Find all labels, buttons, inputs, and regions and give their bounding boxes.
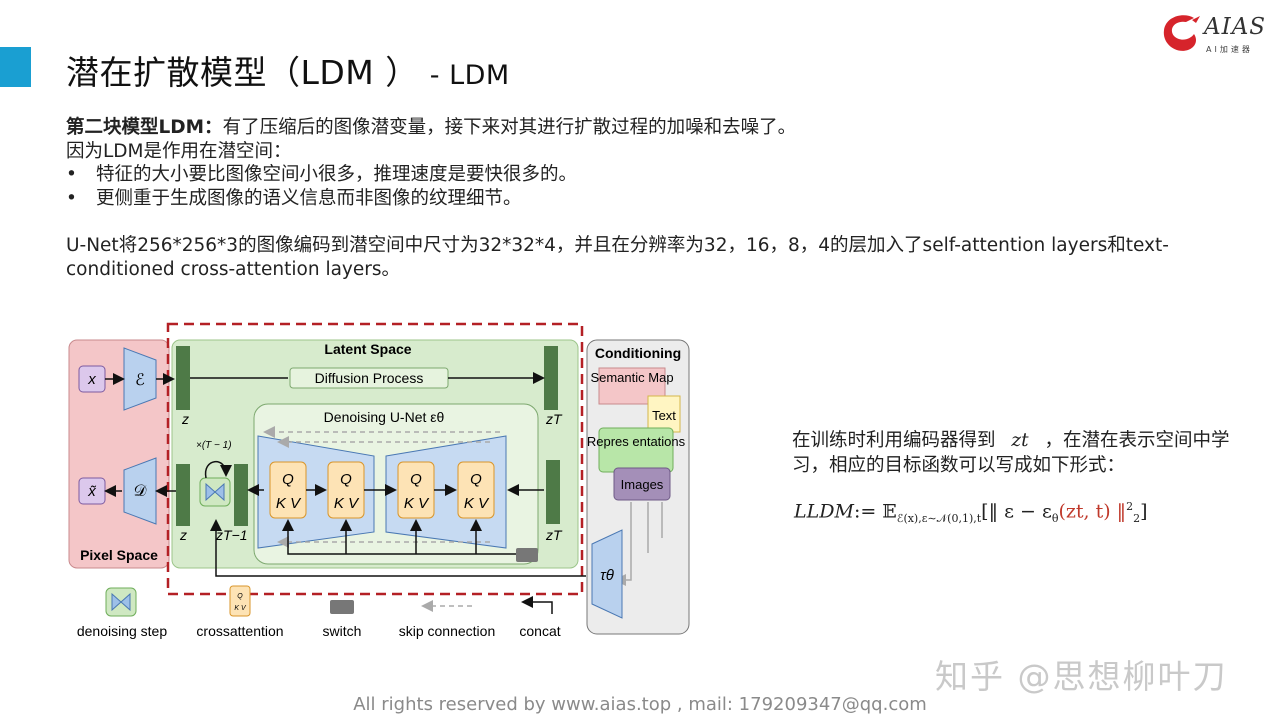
- x-tilde-label: x̃: [87, 483, 97, 500]
- zhihu-watermark: 知乎 @思想柳叶刀: [935, 657, 1228, 696]
- formula-open: [‖ ε − ε: [981, 500, 1052, 523]
- cond-images: [613, 467, 671, 501]
- z-out-bar: [176, 464, 190, 526]
- svg-text:Q: Q: [237, 593, 243, 600]
- zT-in-label: zT: [545, 527, 563, 543]
- aias-logo: AIAS AI加速器: [1158, 12, 1270, 56]
- dragon-icon: [1163, 15, 1200, 51]
- bullet-item: • 更侧重于生成图像的语义信息而非图像的纹理细节。: [66, 187, 1186, 211]
- cond-repr-label: Repres entations: [587, 434, 686, 449]
- legend-switch: switch: [323, 623, 362, 639]
- intro-line: 第二块模型LDM：有了压缩后的图像潜变量，接下来对其进行扩散过程的加噪和去噪了。: [66, 116, 1186, 140]
- cond-semantic-label: Semantic Map: [590, 370, 673, 385]
- legend-crossattention: crossattention: [196, 623, 283, 639]
- tau-encoder: [591, 529, 623, 619]
- cond-images-label: Images: [621, 477, 664, 492]
- formula-norm-sub: 2: [1133, 512, 1141, 526]
- switch-icon: [516, 548, 538, 562]
- kv-label: K V: [334, 495, 360, 512]
- side-description: 在训练时利用编码器得到 zt ，在潜在表示空间中学习，相应的目标函数可以写成如下…: [792, 428, 1242, 478]
- z-out-label: z: [179, 527, 187, 543]
- q-label: Q: [340, 471, 352, 488]
- diffusion-process-label: Diffusion Process: [315, 370, 424, 386]
- formula-theta: θ: [1051, 512, 1059, 526]
- concat-arrows: [210, 484, 586, 577]
- zT-in-bar: [546, 460, 560, 524]
- encoder-block: [123, 347, 157, 411]
- formula-close: ]: [1140, 500, 1148, 523]
- ldm-architecture-diagram: Pixel Space Latent Space Conditioning Se…: [68, 322, 690, 639]
- unet-label: Denoising U-Net εθ: [324, 409, 445, 425]
- q-label: Q: [410, 471, 422, 488]
- z-latent-bar: [176, 346, 190, 410]
- logo-brand: AIAS: [1204, 14, 1267, 40]
- intro-rest: 有了压缩后的图像潜变量，接下来对其进行扩散过程的加噪和去噪了。: [222, 117, 797, 138]
- legend: denoising step Q K V crossattention swit…: [77, 585, 561, 639]
- conditioning-label: Conditioning: [595, 345, 681, 361]
- latent-space-label: Latent Space: [324, 341, 411, 357]
- skip-connections: [263, 426, 500, 548]
- pixel-space-label: Pixel Space: [80, 547, 158, 563]
- decoder-block: [123, 457, 157, 525]
- formula-lhs: LLDM: [794, 500, 854, 523]
- q-label: Q: [282, 471, 294, 488]
- bullet-text: 更侧重于生成图像的语义信息而非图像的纹理细节。: [96, 187, 522, 209]
- copyright-footer: All rights reserved by www.aias.top , ma…: [353, 694, 927, 715]
- formula-expectation-sub: ℰ(x),ε∼𝒩(0,1),t: [896, 512, 982, 526]
- tau-label: τθ: [600, 567, 614, 584]
- legend-skip-connection: skip connection: [399, 623, 496, 639]
- kv-label: K V: [464, 495, 490, 512]
- zT1-label: zT−1: [215, 527, 248, 543]
- q-label: Q: [470, 471, 482, 488]
- cond-merge-lines: [617, 502, 663, 580]
- zt-variable: zt: [1011, 430, 1029, 451]
- title-main: 潜在扩散模型（LDM ）: [66, 53, 419, 92]
- zT1-bar: [234, 464, 248, 526]
- page-title: 潜在扩散模型（LDM ） - LDM: [66, 46, 510, 94]
- bullet-dot: •: [66, 187, 77, 209]
- side-text-part2: ，在潜在表示空间中学习，相应的目标函数可以写成如下形式：: [792, 430, 1230, 476]
- repeat-label: ×(T − 1): [196, 440, 232, 451]
- svg-text:K V: K V: [234, 605, 247, 612]
- unet-paragraph: U-Net将256*256*3的图像编码到潜空间中尺寸为32*32*4，并且在分…: [66, 235, 1169, 280]
- bullet-text: 特征的大小要比图像空间小很多，推理速度是要快很多的。: [96, 164, 578, 185]
- reason-line: 因为LDM是作用在潜空间：: [66, 140, 292, 162]
- bullet-item: • 特征的大小要比图像空间小很多，推理速度是要快很多的。: [66, 163, 1186, 187]
- kv-label: K V: [276, 495, 302, 512]
- zT-label: zT: [545, 411, 563, 427]
- formula-assign: := 𝔼: [853, 500, 897, 523]
- decoder-label: 𝒟: [134, 483, 147, 500]
- legend-denoising-step: denoising step: [77, 623, 168, 639]
- kv-label: K V: [404, 495, 430, 512]
- title-subtitle: - LDM: [429, 60, 510, 91]
- encoder-label: ℰ: [135, 372, 145, 389]
- legend-concat: concat: [519, 623, 560, 639]
- zT-latent-bar: [544, 346, 558, 410]
- main-content: 第二块模型LDM：有了压缩后的图像潜变量，接下来对其进行扩散过程的加噪和去噪了。…: [66, 116, 1186, 281]
- formula-power: 2: [1126, 500, 1134, 513]
- latent-dashed-frame: [166, 322, 584, 596]
- formula-arg: (zt, t) ‖: [1058, 500, 1127, 523]
- side-text-part1: 在训练时利用编码器得到: [792, 430, 996, 451]
- intro-bold: 第二块模型LDM：: [66, 117, 223, 138]
- title-accent-bar: [0, 47, 31, 87]
- x-label: x: [87, 371, 96, 388]
- z-label: z: [181, 411, 189, 427]
- logo-tagline: AI加速器: [1206, 45, 1253, 54]
- cond-text-label: Text: [652, 408, 676, 423]
- bullet-dot: •: [66, 164, 77, 185]
- ldm-loss-formula: LLDM:= 𝔼ℰ(x),ε∼𝒩(0,1),t[‖ ε − εθ(zt, t) …: [794, 500, 1148, 526]
- crossattn-blocks: [269, 461, 495, 519]
